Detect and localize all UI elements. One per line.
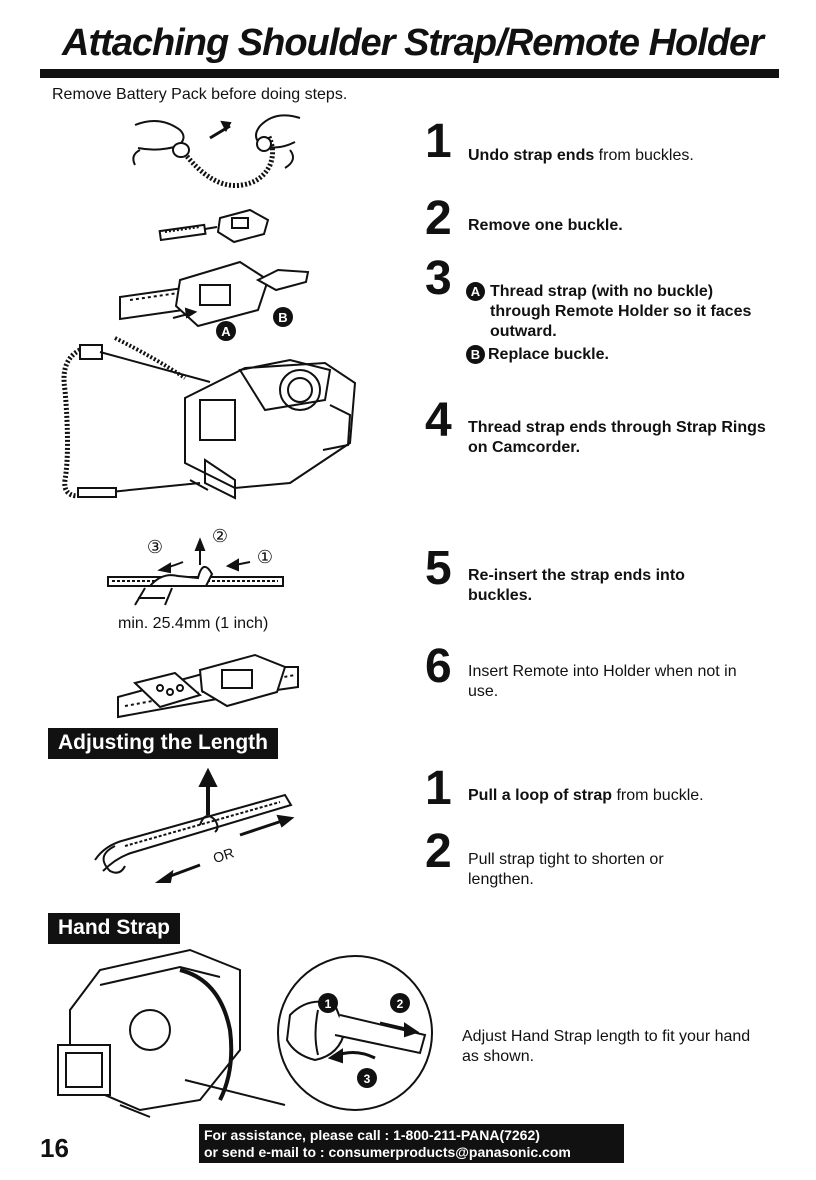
step-4-text: Thread strap ends through Strap Rings on… [468,418,768,458]
assistance-line-2: or send e-mail to : consumerproducts@pan… [204,1144,571,1160]
adjust-step-1-number: 1 [425,762,452,815]
step-2-number: 2 [425,192,452,245]
hand-marker-1 [318,993,338,1013]
or-label: OR [211,844,236,866]
min-length-caption: min. 25.4mm (1 inch) [118,615,269,632]
adjust-step-2-text: Pull strap tight to shorten or lengthen. [468,851,664,888]
step-1-bold: Undo strap ends [468,147,595,164]
adjust-step-1-rest: from buckle. [612,787,704,804]
page-title: Attaching Shoulder Strap/Remote Holder [62,22,764,64]
buckle-step-3: ③ [147,537,163,557]
step-1-number: 1 [425,115,452,168]
remove-buckle-illustration [158,208,270,244]
step-2-bold: Remove one buckle. [468,217,623,234]
page-number: 16 [40,1133,69,1163]
step-5-bold: Re-insert the strap ends into buckles. [468,567,685,604]
step-6-text: Insert Remote into Holder when not in us… [468,663,737,700]
reinsert-buckle-illustration [107,537,284,606]
assistance-line-1: For assistance, please call : 1-800-211-… [204,1127,540,1143]
marker-b-label: B [278,310,287,325]
thread-holder-illustration [119,260,310,328]
buckle-step-2: ② [212,526,228,546]
marker-a [216,321,236,341]
step-6-number: 6 [425,640,452,693]
step-2-text: Remove one buckle. [468,216,623,236]
assistance-box: For assistance, please call : 1-800-211-… [199,1124,624,1163]
marker-b [273,307,293,327]
adjusting-heading: Adjusting the Length [48,728,278,759]
step-1-text: Undo strap ends from buckles. [468,146,694,166]
adjust-step-1-bold: Pull a loop of strap [468,787,613,804]
step-3-a-text: Thread strap (with no buckle) through Re… [490,283,752,340]
intro-note: Remove Battery Pack before doing steps. [52,86,348,103]
hand-marker-3-label: 3 [364,1072,371,1086]
step-3-text-a: A Thread strap (with no buckle) through … [466,282,766,342]
step-5-number: 5 [425,542,452,595]
step-1-rest: from buckles. [594,147,694,164]
marker-a-label: A [221,324,231,339]
undo-strap-illustration [132,114,301,189]
buckle-step-1: ① [257,547,273,567]
title-rule [40,69,779,78]
adjust-step-2-number: 2 [425,825,452,878]
hand-strap-heading: Hand Strap [48,913,181,944]
hand-marker-1-label: 1 [325,997,332,1011]
step-5-text: Re-insert the strap ends into buckles. [468,566,748,606]
step-3-b-text: Replace buckle. [488,346,609,363]
remote-holder-illustration [117,653,299,719]
adjust-step-1-text: Pull a loop of strap from buckle. [468,786,704,806]
step-3-number: 3 [425,252,452,305]
hand-strap-text: Adjust Hand Strap length to fit your han… [462,1028,751,1065]
adjust-length-illustration [94,767,295,883]
camcorder-strap-illustration [61,336,357,500]
step-4-number: 4 [425,394,452,447]
hand-strap-illustration [57,948,433,1118]
step-3-marker-a: A [466,282,485,301]
step-4-bold: Thread strap ends through Strap Rings on… [468,419,766,456]
step-3-marker-b: B [466,345,485,365]
hand-marker-3 [357,1068,377,1088]
hand-marker-2 [390,993,410,1013]
hand-marker-2-label: 2 [397,997,404,1011]
